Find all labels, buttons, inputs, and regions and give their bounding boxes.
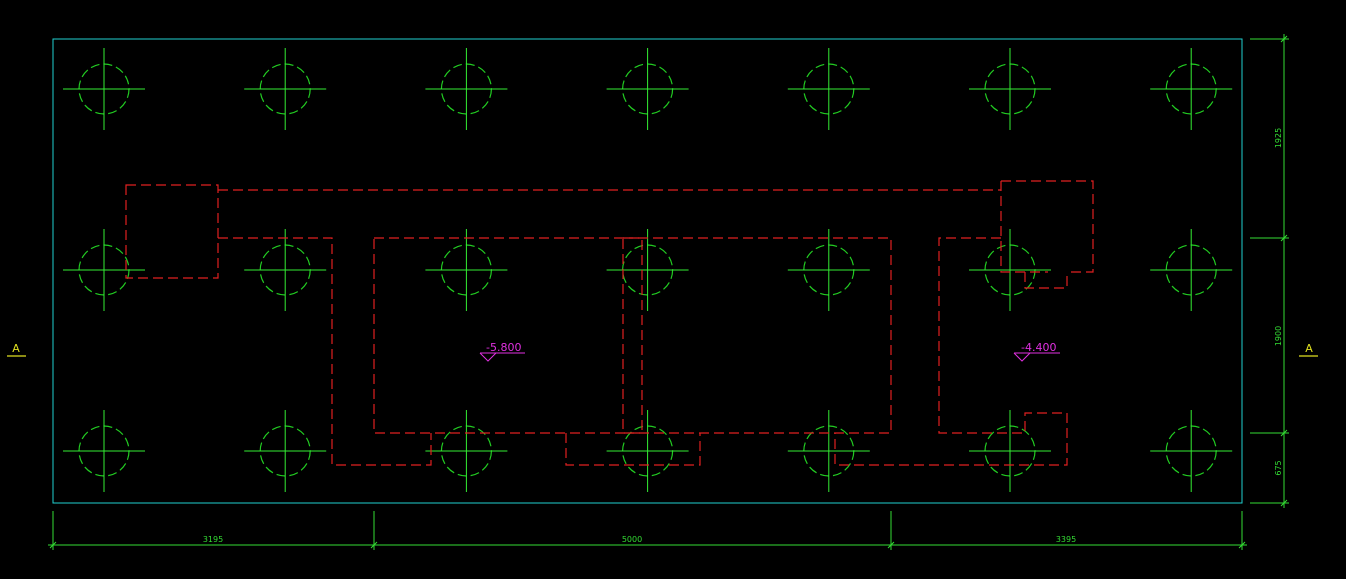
pile-cap-outline [52, 38, 1243, 504]
elevation-mark-left: -5.800 [479, 341, 525, 362]
pit-main-left [373, 237, 643, 434]
pile-symbol [244, 410, 327, 492]
pit-outlines [125, 180, 1094, 466]
pit-bottom-notch [565, 433, 701, 466]
right-dim-tick-1 [1280, 35, 1288, 43]
pile-symbol [787, 410, 870, 492]
elevation-label-right: -4.400 [1021, 341, 1056, 354]
section-mark-right: A [1299, 342, 1318, 357]
pile-symbol [63, 410, 145, 492]
bottom-dimension [48, 511, 1247, 550]
pile-symbol [969, 410, 1051, 492]
pile-symbol [425, 410, 508, 492]
pile-symbol [425, 48, 508, 130]
pile-symbol [787, 229, 870, 311]
bottom-dim-tick-1 [49, 541, 57, 549]
pile-symbol [425, 229, 508, 311]
pile-symbol [63, 48, 145, 130]
pile-symbol [606, 410, 689, 492]
pile-symbol [63, 229, 145, 311]
right-dim-tick-2 [1280, 234, 1288, 242]
pit-main-right [622, 237, 892, 434]
pile-grid [63, 48, 1233, 492]
pit-right-square [1001, 180, 1094, 273]
elevation-label-left: -5.800 [486, 341, 521, 354]
pit-left-corridor [218, 237, 432, 466]
pile-symbol [1150, 48, 1233, 130]
bottom-dim-tick-4 [1238, 541, 1246, 549]
right-dim-tick-4 [1280, 499, 1288, 507]
right-dim-label-bottom: 675 [1274, 460, 1283, 475]
bottom-dim-label-middle: 5000 [622, 535, 642, 544]
right-dim-label-middle: 1900 [1274, 326, 1283, 346]
pile-symbol [244, 229, 327, 311]
pit-right-corridor [834, 237, 1068, 466]
right-dim-tick-3 [1280, 429, 1288, 437]
right-dim-label-top: 1925 [1274, 128, 1283, 148]
bottom-dim-tick-3 [887, 541, 895, 549]
pile-symbol [244, 48, 327, 130]
pit-right-notch [1024, 272, 1068, 289]
section-mark-left: A [7, 342, 26, 357]
pile-symbol [1150, 410, 1233, 492]
pile-symbol [969, 48, 1051, 130]
section-label-left: A [12, 342, 20, 355]
elevation-triangle-left [479, 352, 497, 362]
right-dimension [1250, 34, 1289, 508]
bottom-dim-label-right: 3395 [1056, 535, 1076, 544]
pile-symbol [969, 229, 1051, 311]
pile-symbol [606, 229, 689, 311]
pile-symbol [787, 48, 870, 130]
elevation-triangle-right [1013, 352, 1031, 362]
elevation-mark-right: -4.400 [1013, 341, 1060, 362]
pit-left-square [125, 184, 219, 279]
bottom-dim-label-left: 3195 [203, 535, 223, 544]
bottom-dim-tick-2 [370, 541, 378, 549]
pile-symbol [606, 48, 689, 130]
section-label-right: A [1305, 342, 1313, 355]
pit-right-square-left [1000, 181, 1048, 273]
pile-symbol [1150, 229, 1233, 311]
